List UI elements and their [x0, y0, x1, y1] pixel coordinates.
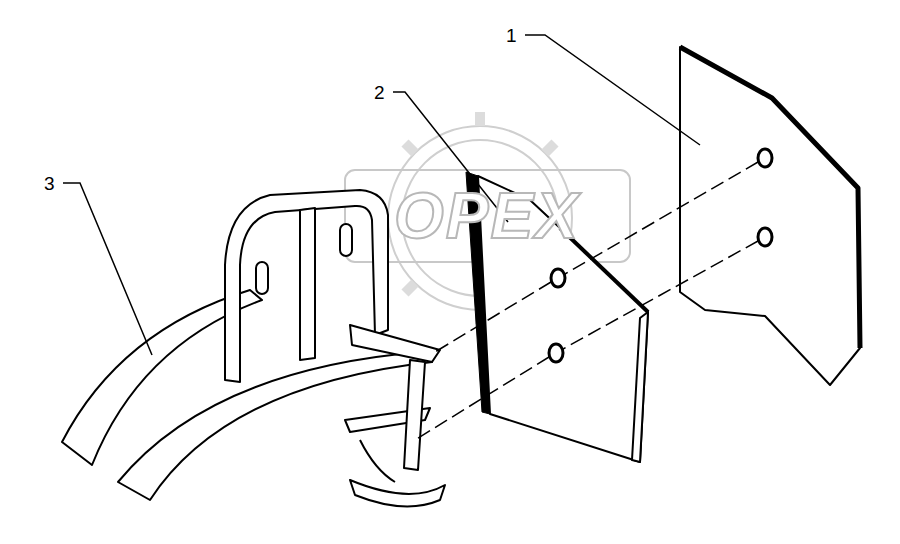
watermark: OPEX	[394, 184, 580, 248]
callout-number: 3	[44, 174, 55, 193]
callout-number: 2	[374, 83, 385, 102]
plate-part	[680, 47, 860, 385]
bracket-part	[62, 190, 445, 506]
leader-line	[63, 35, 700, 355]
callout-number: 1	[506, 26, 517, 45]
